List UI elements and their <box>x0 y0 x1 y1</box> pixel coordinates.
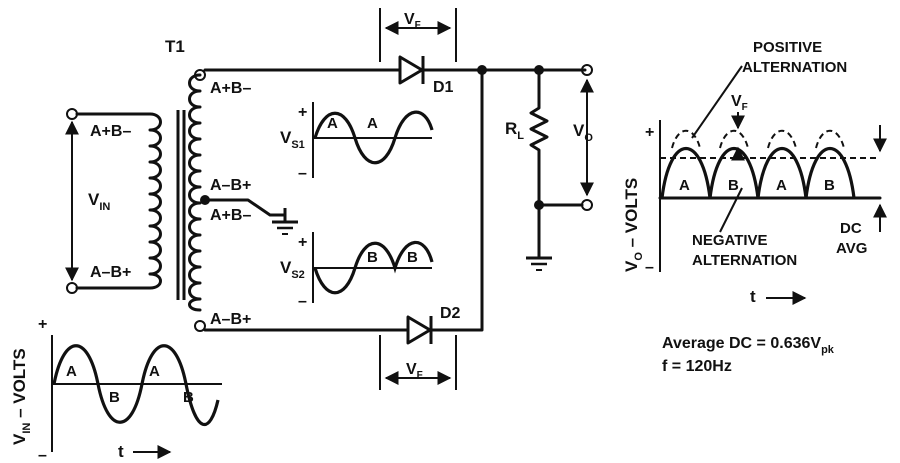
secondary-top-polarity: A+B– <box>210 80 251 97</box>
output-graph-seg-a1: A <box>679 177 690 194</box>
input-graph-xlabel: t <box>118 442 124 461</box>
vs2-seg-b1: B <box>367 249 378 266</box>
input-graph-plus: + <box>38 316 47 333</box>
output-graph: + – A B A B VO – VOLTS t POSITIVE ALTERN… <box>622 39 887 306</box>
vs2-plus: + <box>298 234 307 251</box>
average-dc-note: Average DC = 0.636Vpk <box>662 335 835 356</box>
output-graph-plus: + <box>645 124 654 141</box>
vs1-seg-a2: A <box>367 115 378 132</box>
secondary-mid-polarity-2: A+B– <box>210 207 251 224</box>
output-graph-ylabel: VO – VOLTS <box>622 178 645 272</box>
positive-alternation-label-2: ALTERNATION <box>742 59 847 76</box>
input-graph-seg-b1: B <box>109 389 120 406</box>
dc-avg-label-1: DC <box>840 220 862 237</box>
input-graph-sine <box>52 344 220 427</box>
vs1-minus: – <box>298 165 307 182</box>
primary-circuit: A+B– A–B+ VIN <box>65 108 186 300</box>
vs2-waveform: + – B B VS2 <box>280 232 434 310</box>
output-graph-xlabel: t <box>750 287 756 306</box>
secondary-mid-polarity-1: A–B+ <box>210 177 251 194</box>
d2-branch: D2 VF <box>203 68 484 390</box>
d2-vf-label: VF <box>406 361 423 381</box>
negative-alternation-label-1: NEGATIVE <box>692 232 768 249</box>
input-graph-minus: – <box>38 447 47 463</box>
ideal-peaks-dashed <box>671 129 845 149</box>
negative-alternation-label-2: ALTERNATION <box>692 252 797 269</box>
output-vf-label: VF <box>731 93 748 113</box>
secondary-top-terminal <box>194 69 206 81</box>
load-circuit: RL VO <box>477 64 594 271</box>
vs2-seg-b2: B <box>407 249 418 266</box>
d1-diode-symbol <box>398 55 424 85</box>
output-node <box>477 65 487 75</box>
negative-alternation-pointer <box>719 187 743 233</box>
center-tap-wire <box>203 198 287 217</box>
positive-alternation-label-1: POSITIVE <box>753 39 822 56</box>
input-graph-seg-b2: B <box>183 389 194 406</box>
rectified-output-wave <box>660 147 856 199</box>
vs1-plus: + <box>298 104 307 121</box>
transformer-name: T1 <box>165 37 185 56</box>
vs1-seg-a1: A <box>327 115 338 132</box>
d2-diode-symbol <box>406 315 432 345</box>
rl-label: RL <box>505 119 524 142</box>
vo-label: VO <box>573 121 593 144</box>
d2-label: D2 <box>440 305 461 322</box>
input-graph-ylabel: VIN – VOLTS <box>10 348 33 445</box>
input-graph-seg-a2: A <box>149 363 160 380</box>
d1-label: D1 <box>433 79 454 96</box>
vs2-label: VS2 <box>280 258 305 281</box>
rl-resistor <box>529 68 549 207</box>
input-graph-seg-a1: A <box>66 363 77 380</box>
positive-alternation-pointer <box>691 65 743 139</box>
vin-label: VIN <box>88 190 110 213</box>
secondary-circuit: A+B– A–B+ A+B– A–B+ <box>188 69 298 332</box>
dc-avg-label-2: AVG <box>836 240 867 257</box>
vs1-waveform: + – A A VS1 <box>280 102 434 182</box>
output-graph-seg-b2: B <box>824 177 835 194</box>
output-graph-seg-a2: A <box>776 177 787 194</box>
vs2-minus: – <box>298 293 307 310</box>
vo-top-terminal <box>581 64 593 76</box>
output-graph-minus: – <box>645 259 654 276</box>
center-tap-ground-symbol <box>272 220 298 235</box>
primary-bottom-polarity: A–B+ <box>90 264 131 281</box>
primary-coil <box>148 112 162 290</box>
secondary-bottom-terminal <box>194 320 206 332</box>
vs1-label: VS1 <box>280 128 305 151</box>
vs1-sine <box>313 110 434 165</box>
secondary-coil <box>188 73 202 312</box>
secondary-bottom-polarity: A–B+ <box>210 311 251 328</box>
d2-output-wire <box>429 68 484 332</box>
input-graph: + – A B A B VIN – VOLTS t <box>10 316 222 463</box>
ground-symbol <box>526 256 552 271</box>
d1-vf-label: VF <box>404 11 421 31</box>
vs2-sine <box>313 240 434 295</box>
d1-branch: D1 VF <box>203 8 587 96</box>
primary-top-polarity: A+B– <box>90 123 131 140</box>
frequency-note: f = 120Hz <box>662 358 732 375</box>
vo-bottom-terminal <box>581 199 593 211</box>
output-graph-seg-b1: B <box>728 177 739 194</box>
